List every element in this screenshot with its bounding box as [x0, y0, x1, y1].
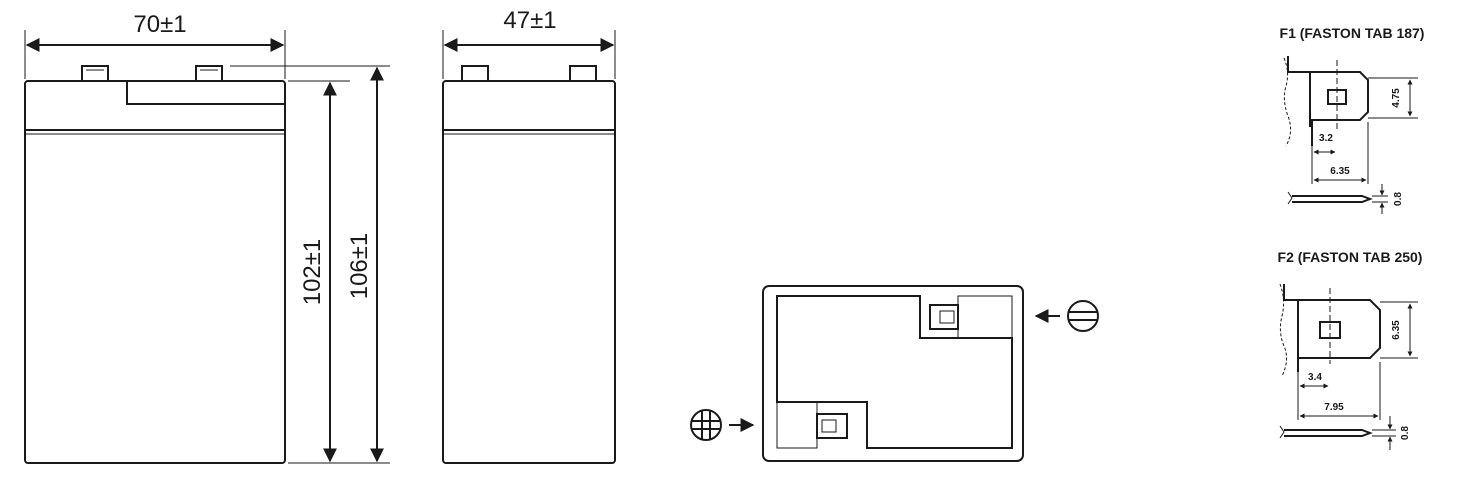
front-body-outline: [24, 80, 286, 464]
front-label-recess: [126, 81, 285, 105]
side-width-label: 47±1: [503, 7, 556, 34]
front-view: 70±1 102±1 106±1: [24, 11, 390, 464]
front-width-label: 70±1: [133, 11, 186, 38]
side-view: 47±1: [442, 7, 616, 464]
f2-tab-outline: [1283, 284, 1381, 372]
f1-hole-label: 3.2: [1319, 133, 1333, 144]
front-terminal-right: [195, 65, 223, 82]
positive-terminal: [816, 413, 848, 439]
f1-tab-detail: F1 (FASTON TAB 187) 4.75 3.2 6.35 0.8: [1280, 25, 1425, 214]
top-inner-recess: [776, 295, 1013, 449]
negative-terminal: [929, 304, 959, 330]
f1-height-label: 4.75: [1391, 88, 1402, 108]
plus-terminal-icon: [690, 409, 722, 441]
f2-height-label: 6.35: [1391, 320, 1402, 340]
minus-terminal-icon: [1067, 300, 1099, 332]
side-terminal-right: [569, 65, 597, 82]
f2-tab-detail: F2 (FASTON TAB 250) 6.35 3.4 7.95 0.8: [1278, 249, 1423, 450]
top-outer-outline: [762, 285, 1024, 462]
f2-hole-label: 3.4: [1308, 372, 1322, 383]
f1-title: F1 (FASTON TAB 187): [1280, 25, 1425, 41]
f1-thickness-label: 0.8: [1393, 192, 1404, 206]
f2-thickness-label: 0.8: [1400, 426, 1411, 440]
total-height-label: 106±1: [346, 233, 373, 300]
f1-length-label: 6.35: [1330, 166, 1350, 177]
f1-tab-side-profile: [1292, 195, 1373, 203]
front-terminal-left: [81, 65, 109, 82]
side-body-outline: [442, 80, 616, 464]
side-terminal-left: [461, 65, 489, 82]
top-view: [690, 285, 1099, 462]
f1-tab-outline: [1287, 56, 1369, 146]
body-height-label: 102±1: [299, 239, 326, 306]
f2-tab-side-profile: [1284, 429, 1373, 437]
f2-title: F2 (FASTON TAB 250): [1278, 249, 1423, 265]
f2-length-label: 7.95: [1324, 402, 1344, 413]
